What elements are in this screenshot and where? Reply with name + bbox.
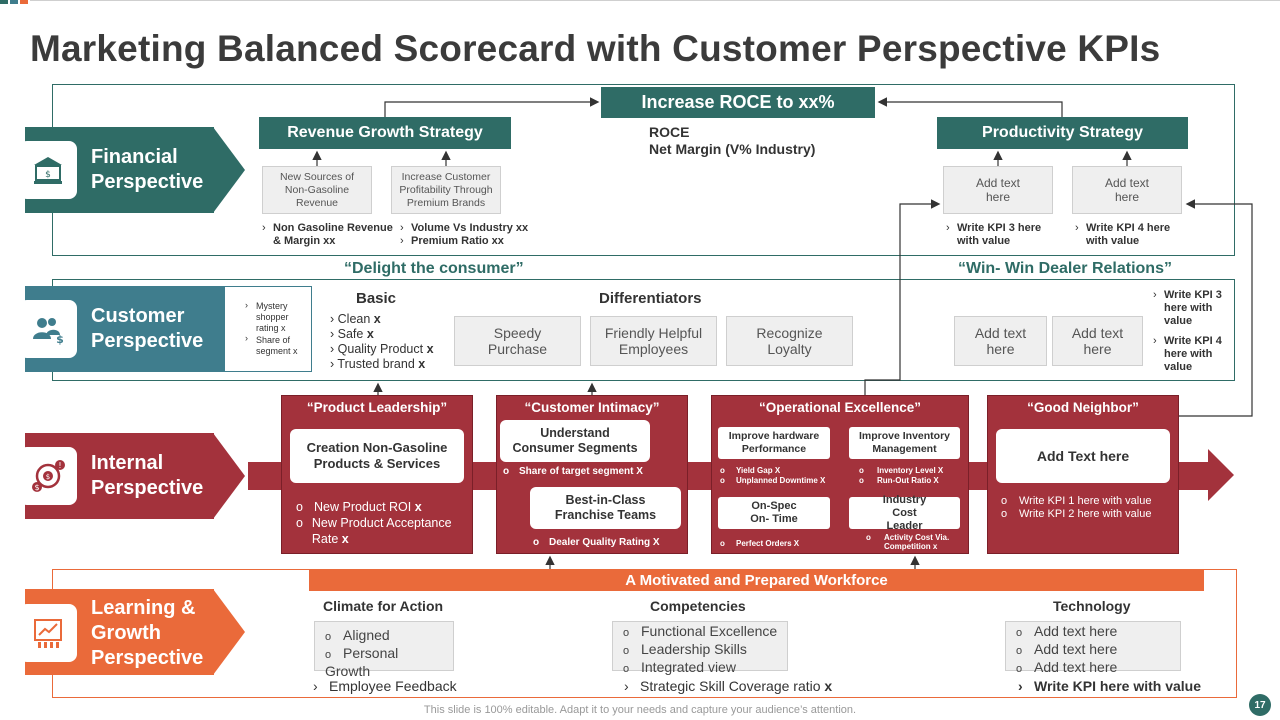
svg-text:$: $ [34,483,39,492]
customer-side-kpi-box [224,286,312,372]
improve-inventory-box: Improve Inventory Management [849,427,960,459]
basic-item: › Quality Product x [330,342,434,356]
side-kpi-bullets: ›› [245,300,248,343]
top-accent-bar [0,0,1280,4]
gn-add-text-box: Add Text here [996,429,1170,483]
volume-kpi: Volume Vs Industry xx [400,222,528,235]
improve-hardware-box: Improve hardware Performance [718,427,830,459]
delight-consumer-quote: “Delight the consumer” [344,260,524,277]
product-leadership-title: “Product Leadership” [306,400,448,415]
differentiators-title: Differentiators [599,290,702,307]
list-item: Aligned [325,627,445,645]
svg-text:$: $ [56,333,64,346]
svg-text:$: $ [45,170,51,180]
competencies-title: Competencies [650,598,746,614]
footer-note: This slide is 100% editable. Adapt it to… [423,704,857,716]
net-margin-kpi: Net Margin (V% Industry) [649,141,816,157]
cust-add-text-box-2: Add text here [1052,316,1143,366]
fin-kpi-3: Write KPI 3 here with value [946,222,1062,248]
mystery-shopper-kpi: Mystery shopper rating x [256,301,289,333]
skill-coverage-kpi: Strategic Skill Coverage ratio x [624,678,832,694]
list-item: Leadership Skills [623,641,779,659]
list-item: Add text here [1016,623,1172,641]
fin-add-text-box-1: Add text here [943,166,1053,214]
svg-text:!: ! [58,461,61,470]
svg-text:$: $ [46,473,50,481]
increase-profitability-box: Increase Customer Profitability Through … [391,166,501,214]
growth-chart-board-icon [19,604,77,662]
technology-box: Add text here Add text here Add text her… [1005,621,1181,675]
climate-box: Aligned Personal Growth [314,621,454,679]
financial-band-arrow [213,127,245,213]
technology-kpi: Write KPI here with value [1018,678,1201,694]
fin-kpi-4: Write KPI 4 here with value [1075,222,1186,248]
cust-kpi-4: Write KPI 4 here with value [1153,335,1230,374]
motivated-workforce-banner: A Motivated and Prepared Workforce [309,570,1204,591]
cust-add-text-box-1: Add text here [954,316,1047,366]
basic-list: › Clean x › Safe x › Quality Product x ›… [330,312,434,372]
basic-item: › Clean x [330,312,381,326]
premium-ratio-kpi: Premium Ratio xx [400,235,504,248]
revenue-growth-strategy-box: Revenue Growth Strategy [259,117,511,149]
operational-excellence-title: “Operational Excellence” [758,400,922,415]
customers-dollar-icon: $ [19,300,77,358]
win-win-quote: “Win- Win Dealer Relations” [958,260,1172,277]
basic-item: › Safe x [330,327,374,341]
basic-title: Basic [356,290,397,307]
new-sources-box: New Sources of Non-Gasoline Revenue [262,166,372,214]
competencies-box: Functional Excellence Leadership Skills … [612,621,788,675]
speedy-purchase-box: Speedy Purchase [454,316,581,366]
process-cycle-icon: $! $ [19,447,77,505]
employee-feedback-kpi: Employee Feedback [313,678,457,694]
page-number: 17 [1249,694,1271,716]
technology-title: Technology [1053,598,1131,614]
understand-segments-box: Understand Consumer Segments [500,420,650,462]
friendly-employees-box: Friendly Helpful Employees [590,316,717,366]
cust-kpi-3: Write KPI 3 here with value [1153,289,1230,328]
customer-intimacy-title: “Customer Intimacy” [524,400,660,415]
climate-title: Climate for Action [323,598,444,614]
good-neighbor-title: “Good Neighbor” [1027,400,1139,415]
increase-roce-box: Increase ROCE to xx% [601,87,875,118]
list-item: Integrated view [623,659,779,677]
franchise-teams-box: Best-in-Class Franchise Teams [530,487,681,529]
bank-building-icon: $ [19,141,77,199]
list-item: Add text here [1016,659,1172,677]
internal-flow-arrow-head [1208,449,1234,501]
list-item: Add text here [1016,641,1172,659]
non-gasoline-kpi: Non Gasoline Revenue & Margin xx [262,222,393,248]
learning-band-arrow [213,589,245,675]
roce-kpi: ROCE [649,124,690,140]
cost-leader-box: Industry Cost Leader [849,494,960,532]
productivity-strategy-box: Productivity Strategy [937,117,1188,149]
list-item: Functional Excellence [623,623,779,641]
internal-band-arrow [213,433,245,519]
basic-item: › Trusted brand x [330,357,426,371]
share-segment-kpi: Share of segment x [256,335,298,356]
page-title: Marketing Balanced Scorecard with Custom… [30,28,1161,69]
creation-products-box: Creation Non-Gasoline Products & Service… [290,429,464,483]
on-spec-box: On-Spec On- Time [718,497,830,529]
list-item: Personal Growth [325,645,445,679]
recognize-loyalty-box: Recognize Loyalty [726,316,853,366]
fin-add-text-box-2: Add text here [1072,166,1182,214]
